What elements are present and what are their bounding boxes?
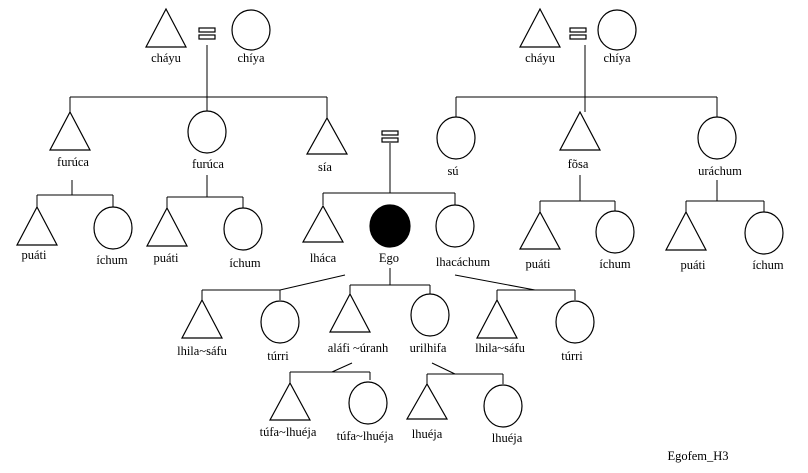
aunt-furuca-label: furúca [192, 157, 224, 171]
mother-su-label: sú [447, 164, 459, 178]
cousin-2-female [223, 207, 263, 251]
uncle-furuca-label: furúca [57, 155, 89, 169]
sister-lhacachum-female [435, 204, 475, 248]
grandmother-right-label: chíya [603, 51, 631, 65]
ego-label: Ego [379, 251, 399, 265]
uncle-fosa-label: fõsa [568, 157, 589, 171]
sister-lhacachum-label: lhacáchum [436, 255, 490, 269]
niece-left-female [260, 300, 300, 344]
grandfather-right-label: cháyu [525, 51, 556, 65]
aunt-urachum-female [697, 116, 737, 160]
niece-left-label: túrri [267, 349, 289, 363]
brother-lhaca-label: lháca [310, 251, 337, 265]
diagram-id-label: Egofem_H3 [667, 449, 728, 463]
grandson-via-son-label: túfa~lhuéja [260, 425, 317, 439]
father-sia-male [305, 116, 349, 155]
cousin-4-female [744, 211, 784, 255]
cousin-2-male [146, 206, 188, 247]
uncle-fosa-male [559, 110, 601, 151]
marriage-symbol-right [569, 27, 587, 40]
father-sia-label: sía [318, 160, 332, 174]
grandson-via-daughter-male [405, 382, 449, 420]
cousin-2-male-label: puáti [154, 251, 180, 265]
cousin-3-female-label: íchum [599, 257, 631, 271]
nephew-right-male [476, 298, 518, 339]
cousin-1-male-label: puáti [22, 248, 48, 262]
grandmother-left-female [231, 9, 271, 51]
granddaughter-via-daughter-female [483, 384, 523, 428]
cousin-3-male-label: puáti [526, 257, 552, 271]
grandson-via-daughter-label: lhuéja [412, 427, 443, 441]
grandmother-right-female [597, 9, 637, 51]
cousin-1-female-label: íchum [96, 253, 128, 267]
cousin-1-female [93, 206, 133, 250]
cousin-3-male [518, 210, 562, 250]
daughter-female [410, 293, 450, 337]
grandmother-left-label: chíya [237, 51, 265, 65]
cousin-4-male [665, 210, 707, 251]
cousin-3-female [595, 210, 635, 254]
grandfather-right-male [519, 7, 561, 48]
cousin-1-male [16, 205, 58, 246]
grandfather-left-male [145, 7, 187, 48]
nephew-left-label: lhila~sáfu [177, 344, 228, 358]
marriage-symbol-left [198, 27, 216, 40]
niece-right-female [555, 300, 595, 344]
son-male [329, 292, 371, 333]
grandfather-left-label: cháyu [151, 51, 182, 65]
granddaughter-via-son-female [348, 381, 388, 425]
nephew-left-male [181, 298, 223, 339]
cousin-4-male-label: puáti [681, 258, 707, 272]
grandson-via-son-male [268, 381, 312, 421]
aunt-urachum-label: uráchum [698, 164, 742, 178]
brother-lhaca-male [301, 204, 345, 243]
cousin-2-female-label: íchum [229, 256, 261, 270]
marriage-symbol-parents [381, 130, 399, 143]
nephew-right-label: lhila~sáfu [475, 341, 526, 355]
aunt-furuca-female [187, 110, 227, 154]
daughter-label: urilhifa [410, 341, 447, 355]
son-label: aláfi ~úranh [328, 341, 389, 355]
granddaughter-via-daughter-label: lhuéja [492, 431, 523, 445]
mother-su-female [436, 116, 476, 160]
granddaughter-via-son-label: túfa~lhuéja [337, 429, 394, 443]
ego-female [369, 204, 411, 248]
cousin-4-female-label: íchum [752, 258, 784, 272]
uncle-furuca-male [49, 110, 91, 151]
niece-right-label: túrri [561, 349, 583, 363]
connector-lines [36, 45, 765, 384]
